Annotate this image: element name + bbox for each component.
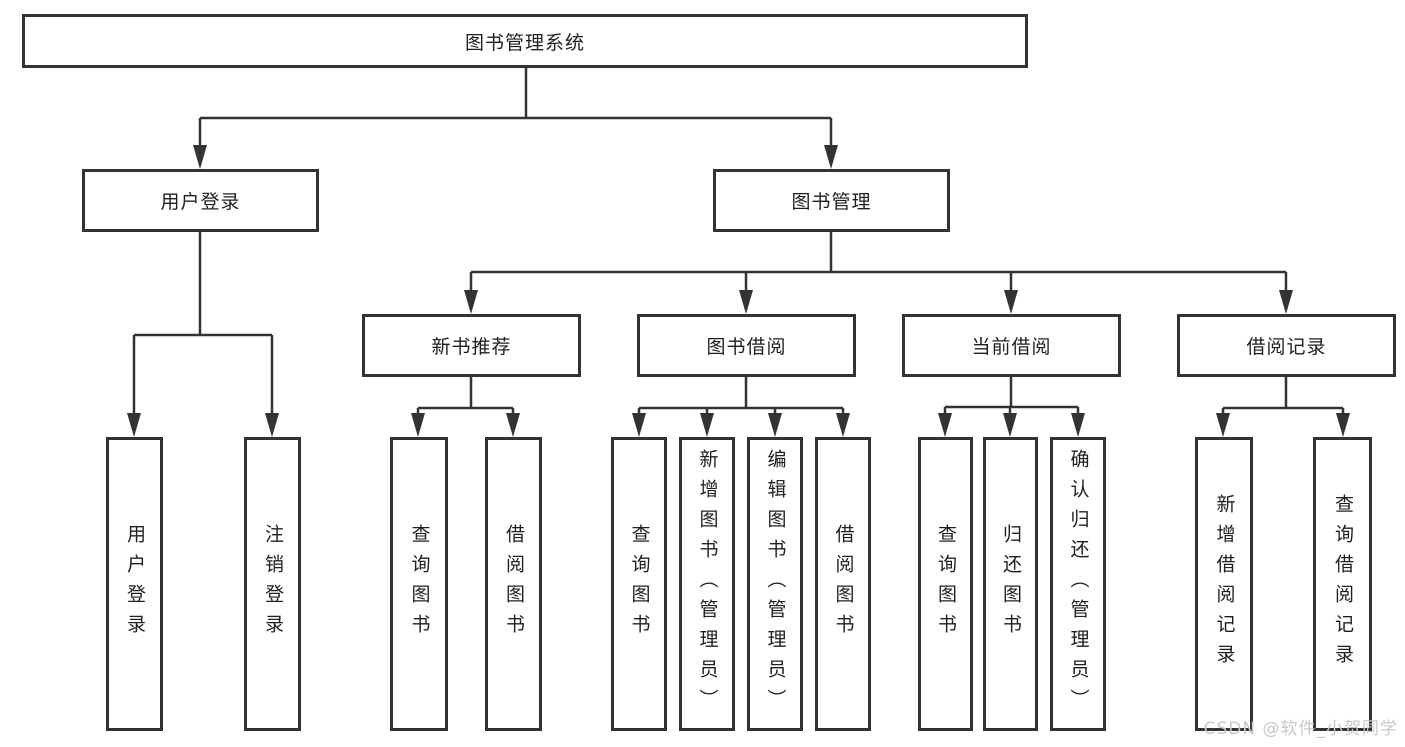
- new-book-branch-line: [416, 377, 515, 414]
- leaf-user-login-label: 用户登录: [124, 524, 146, 644]
- leaf-borrow-books-1-label: 借阅图书: [503, 524, 525, 644]
- arrowhead-icons: [127, 145, 1350, 437]
- node-book-borrowing-label: 图书借阅: [706, 336, 787, 358]
- current-borrow-branch-line: [943, 377, 1080, 414]
- node-new-book-recommend-label: 新书推荐: [431, 336, 512, 358]
- csdn-watermark: CSDN @软件_小贺同学: [1203, 719, 1398, 739]
- leaf-confirm-return-admin-label: 确认归还（管理员）: [1067, 449, 1090, 719]
- leaf-logout-label: 注销登录: [262, 524, 284, 644]
- leaf-add-books-admin-label: 新增图书（管理员）: [696, 449, 719, 719]
- leaf-edit-books-admin-label: 编辑图书（管理员）: [764, 449, 787, 719]
- node-user-login-label: 用户登录: [160, 191, 241, 213]
- leaf-borrow-books-1: 借阅图书: [485, 437, 542, 731]
- node-book-borrowing: 图书借阅: [637, 314, 856, 377]
- node-new-book-recommend: 新书推荐: [362, 314, 581, 377]
- book-mgmt-branch-line: [469, 232, 1288, 291]
- leaf-query-borrow-record-label: 查询借阅记录: [1332, 494, 1354, 674]
- leaf-query-books-3-label: 查询图书: [935, 524, 957, 644]
- leaf-add-borrow-record-label: 新增借阅记录: [1213, 494, 1236, 674]
- leaf-add-books-admin: 新增图书（管理员）: [679, 437, 735, 731]
- node-current-borrowing: 当前借阅: [902, 314, 1121, 377]
- leaf-query-books-1-label: 查询图书: [408, 524, 431, 644]
- node-user-login: 用户登录: [82, 169, 319, 232]
- borrow-record-branch-line: [1221, 377, 1345, 414]
- root-branch-line: [198, 68, 833, 146]
- leaf-user-login: 用户登录: [106, 437, 163, 731]
- leaf-return-books-label: 归还图书: [1000, 524, 1022, 644]
- leaf-query-borrow-record: 查询借阅记录: [1313, 437, 1372, 731]
- node-current-borrowing-label: 当前借阅: [971, 336, 1052, 358]
- book-borrow-branch-line: [637, 377, 845, 414]
- leaf-confirm-return-admin: 确认归还（管理员）: [1050, 437, 1106, 731]
- node-book-management: 图书管理: [713, 169, 950, 232]
- node-root-system: 图书管理系统: [22, 14, 1028, 68]
- leaf-query-books-2: 查询图书: [611, 437, 667, 731]
- node-borrowing-records: 借阅记录: [1177, 314, 1396, 377]
- leaf-return-books: 归还图书: [983, 437, 1038, 731]
- leaf-borrow-books-2: 借阅图书: [815, 437, 871, 731]
- leaf-logout: 注销登录: [244, 437, 301, 731]
- leaf-edit-books-admin: 编辑图书（管理员）: [747, 437, 803, 731]
- node-root-system-label: 图书管理系统: [464, 31, 585, 54]
- leaf-query-books-2-label: 查询图书: [628, 524, 651, 644]
- leaf-query-books-3: 查询图书: [918, 437, 973, 731]
- node-borrowing-records-label: 借阅记录: [1246, 336, 1327, 358]
- leaf-add-borrow-record: 新增借阅记录: [1195, 437, 1253, 731]
- leaf-query-books-1: 查询图书: [390, 437, 448, 731]
- node-book-management-label: 图书管理: [791, 191, 872, 213]
- leaf-borrow-books-2-label: 借阅图书: [832, 524, 855, 644]
- user-login-branch-line: [132, 232, 274, 414]
